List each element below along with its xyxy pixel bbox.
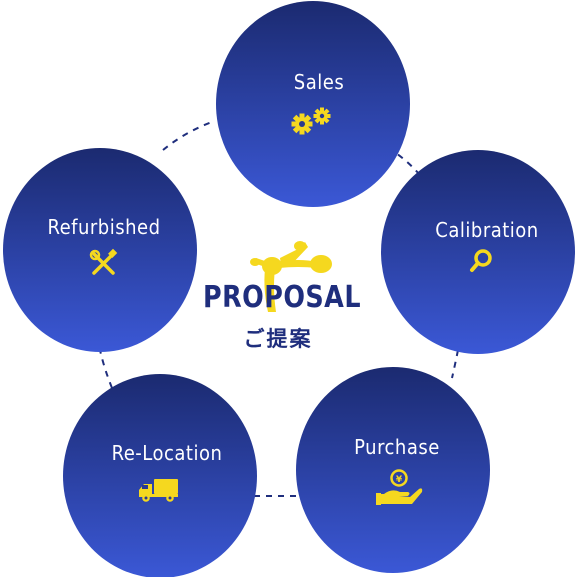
node-purchase-circle <box>296 367 490 573</box>
node-sales: Sales <box>216 1 410 207</box>
node-calibration-label: Calibration <box>435 218 538 242</box>
node-refurbished-circle <box>3 148 197 352</box>
node-sales-circle <box>216 1 410 207</box>
connector-refurbished-sales <box>162 121 213 151</box>
center-title: PROPOSAL <box>203 280 361 315</box>
connector-calibration-purchase <box>451 349 459 379</box>
node-calibration: Calibration <box>381 150 575 354</box>
node-refurbished-label: Refurbished <box>47 215 160 239</box>
node-sales-label: Sales <box>294 70 344 94</box>
node-refurbished: Refurbished <box>3 148 197 352</box>
tools-icon <box>89 248 118 275</box>
center-subtitle: ご提案 <box>244 327 313 351</box>
node-purchase: Purchase ¥ <box>296 367 490 573</box>
svg-text:¥: ¥ <box>396 475 403 485</box>
connector-relocation-refurbished <box>99 349 113 389</box>
node-purchase-label: Purchase <box>354 435 440 459</box>
node-relocation-circle <box>63 374 257 577</box>
node-relocation: Re-Location <box>63 374 257 577</box>
magnifier-icon <box>470 249 492 272</box>
node-relocation-label: Re-Location <box>112 441 223 465</box>
yellow-splash-icon <box>250 241 332 312</box>
hand-coin-icon: ¥ <box>376 469 423 505</box>
center-logo: PROPOSAL ご提案 <box>203 241 361 351</box>
truck-icon <box>139 479 178 502</box>
